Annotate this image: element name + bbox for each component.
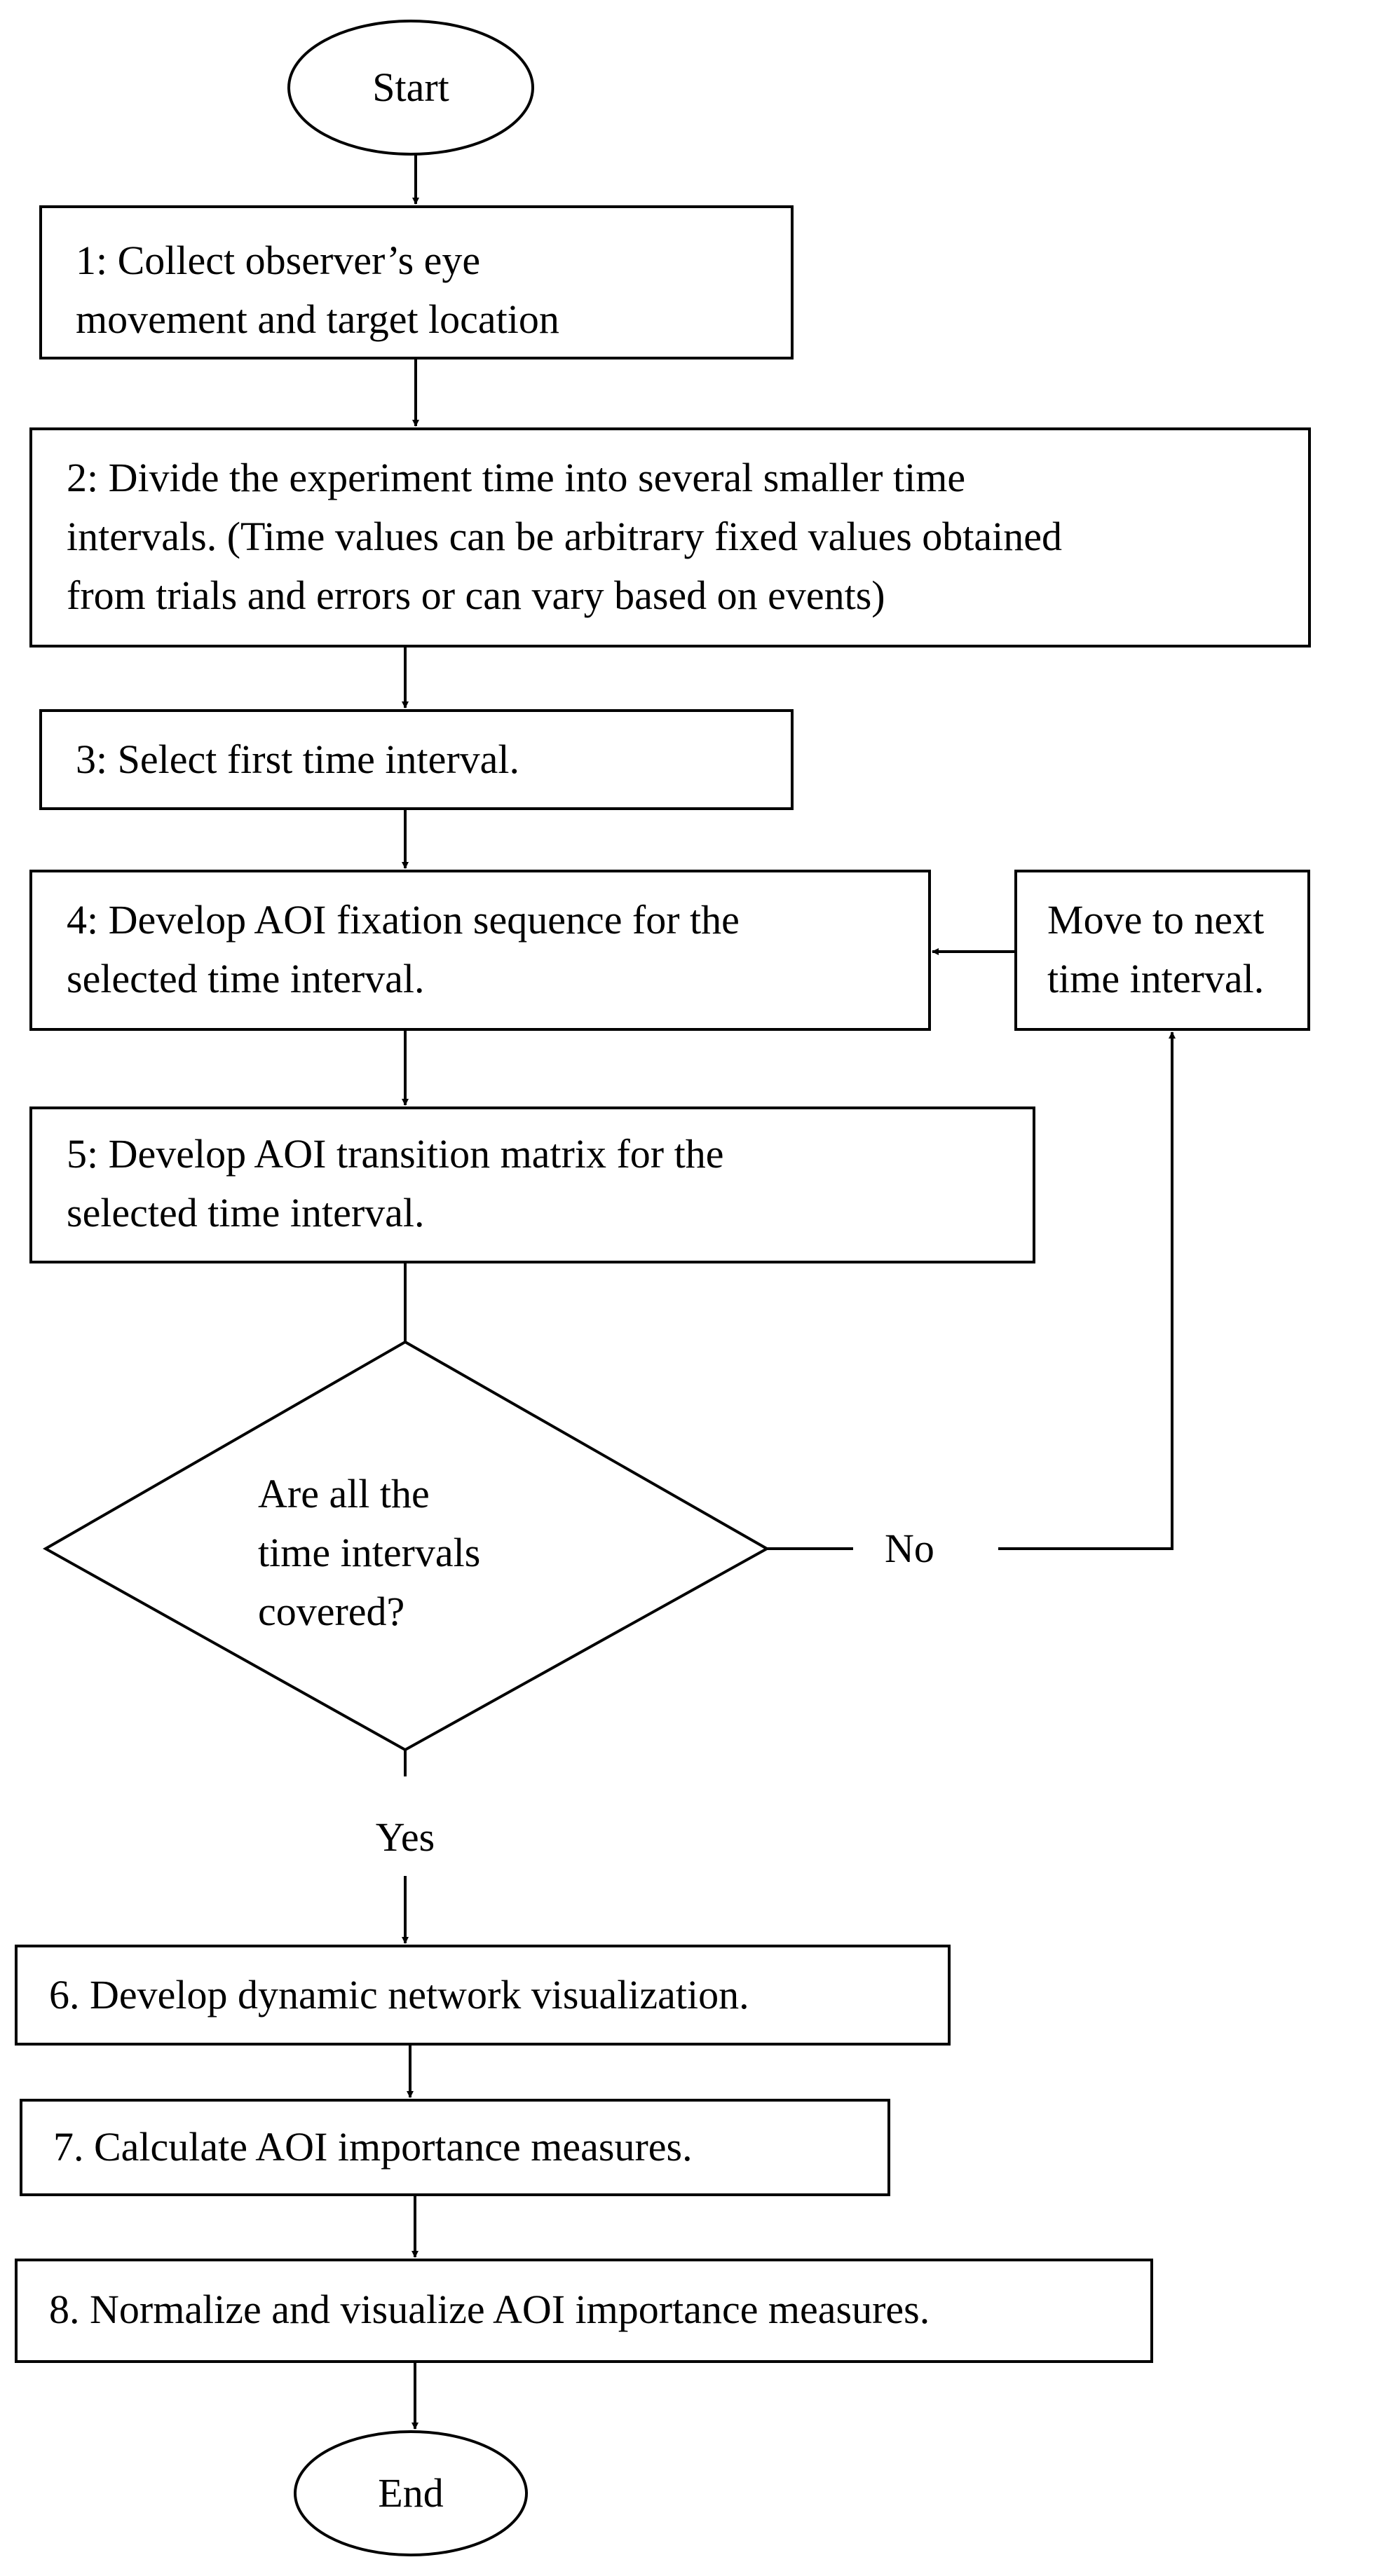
step-3-text: 3: Select first time interval. xyxy=(76,737,519,782)
step-3-box xyxy=(39,709,794,810)
step-6-text: 6. Develop dynamic network visualization… xyxy=(49,1972,749,2017)
decision-text: Are all the time intervals covered? xyxy=(258,1471,481,1634)
end-label: End xyxy=(378,2470,444,2516)
start-terminator xyxy=(287,20,534,156)
start-label: Start xyxy=(372,64,449,110)
step-8-text: 8. Normalize and visualize AOI importanc… xyxy=(49,2287,930,2332)
step-1-text: 1: Collect observer’s eye movement and t… xyxy=(76,238,559,342)
step-8-box xyxy=(15,2259,1153,2363)
step-7-text: 7. Calculate AOI importance measures. xyxy=(53,2124,693,2170)
step-1-box xyxy=(39,205,794,359)
loop-box xyxy=(1014,870,1310,1031)
loop-text: Move to next time interval. xyxy=(1047,897,1265,1001)
step-5-text: 5: Develop AOI transition matrix for the… xyxy=(67,1131,724,1235)
step-2-text: 2: Divide the experiment time into sever… xyxy=(67,455,1063,618)
end-terminator xyxy=(294,2430,528,2556)
step-7-box xyxy=(20,2099,890,2196)
arrow-no-to-loop xyxy=(998,1032,1176,1550)
step-4-text: 4: Develop AOI fixation sequence for the… xyxy=(67,897,740,1001)
step-2-box xyxy=(29,427,1311,648)
step-4-box xyxy=(29,870,931,1031)
yes-label: Yes xyxy=(375,1814,435,1860)
step-5-box xyxy=(29,1107,1035,1263)
step-6-box xyxy=(15,1945,951,2046)
no-label: No xyxy=(885,1526,934,1571)
